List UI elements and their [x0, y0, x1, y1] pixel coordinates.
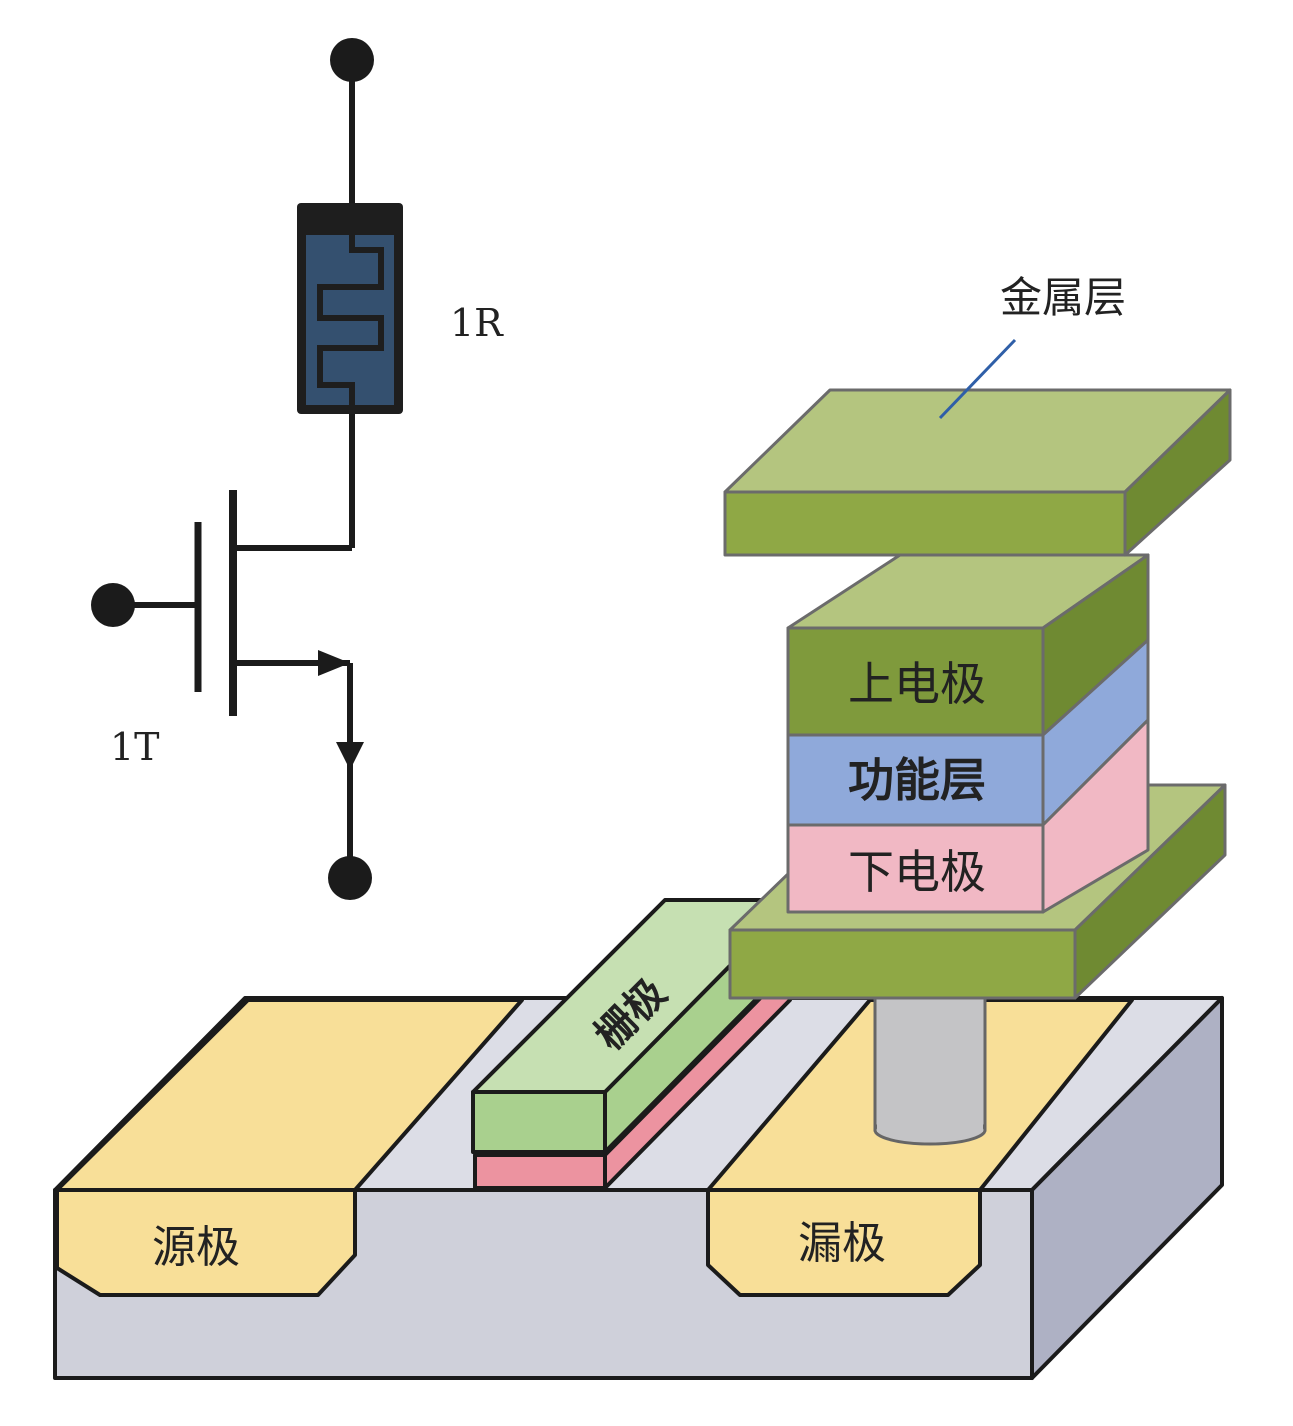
bottom-electrode — [786, 823, 1045, 914]
transistor-label: 1T — [110, 725, 160, 769]
top-electrode — [786, 626, 1045, 737]
functional-layer — [786, 733, 1045, 827]
source-label: 源极 — [152, 1222, 240, 1273]
top-terminal-dot — [330, 38, 374, 82]
lower-via — [873, 988, 987, 1146]
rram-stack — [786, 553, 1150, 914]
down-arrow-icon — [336, 742, 364, 770]
source-region — [55, 998, 524, 1297]
source-arrow-icon — [318, 650, 350, 676]
metal-layer-leader-line — [938, 338, 1017, 420]
resistor-label: 1R — [450, 301, 504, 345]
bottom-electrode-label: 下电极 — [848, 845, 986, 899]
gate-terminal-dot — [91, 583, 135, 627]
drain-label: 漏极 — [798, 1218, 886, 1269]
top-electrode-label: 上电极 — [848, 657, 986, 711]
bottom-terminal-dot — [328, 856, 372, 900]
functional-layer-label: 功能层 — [848, 753, 986, 807]
resistor-symbol — [297, 203, 403, 414]
top-metal-plate — [723, 388, 1232, 557]
metal-layer-label: 金属层 — [1000, 273, 1126, 322]
